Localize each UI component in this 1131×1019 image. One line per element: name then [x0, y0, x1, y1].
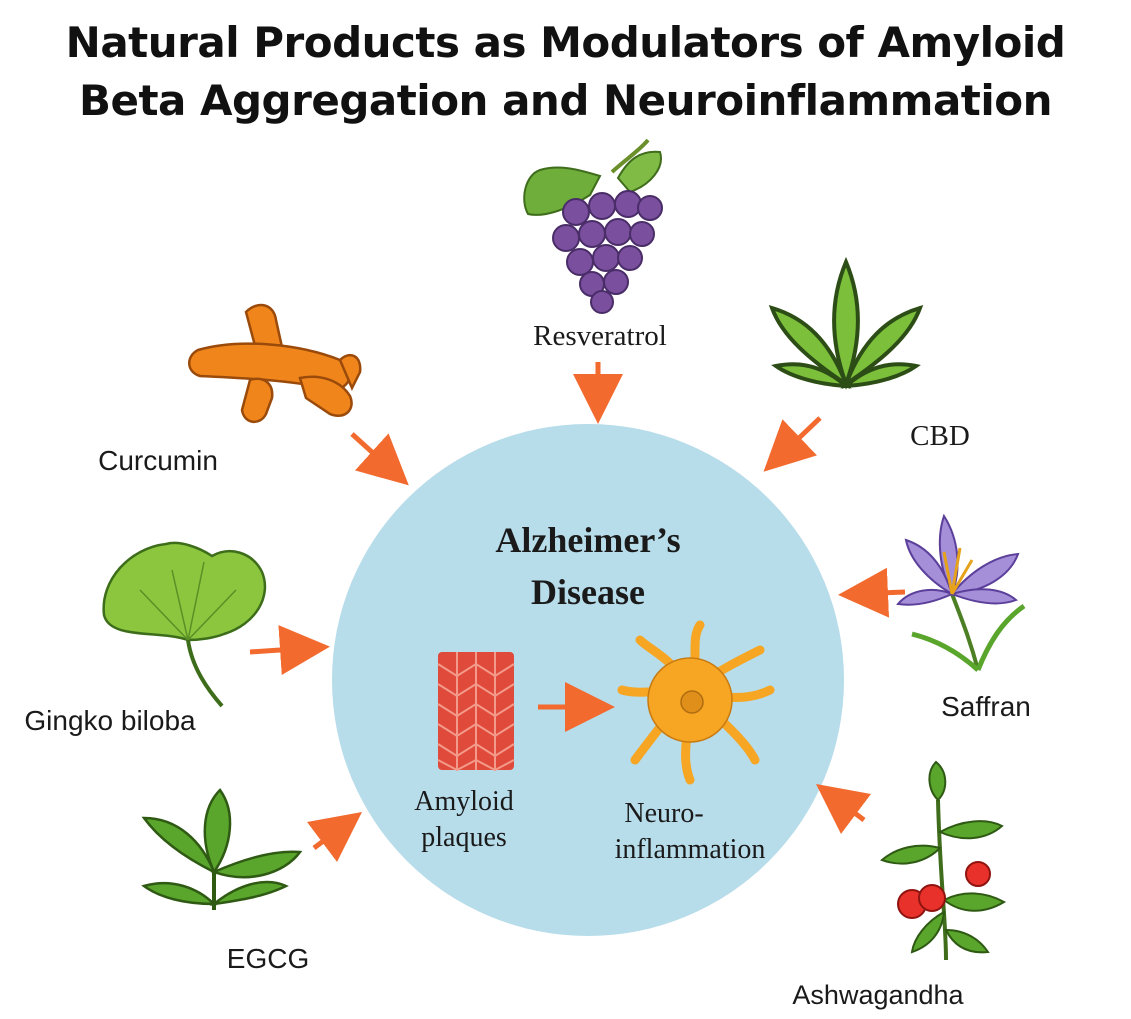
arrow-ginkgo: [249, 625, 330, 675]
amyloid-plaques-icon: [437, 652, 515, 772]
label-cbd: CBD: [910, 420, 970, 452]
arrow-egcg: [307, 812, 362, 862]
amyloid-label-1: Amyloid: [414, 786, 514, 817]
label-ashwagandha: Ashwagandha: [792, 980, 964, 1010]
neuro-label-1: Neuro-: [624, 798, 703, 829]
amyloid-label-2: plaques: [421, 822, 507, 853]
center-title-line-1: Alzheimer’s: [495, 520, 680, 560]
diagram-title: Natural Products as Modulators of Amyloi…: [0, 14, 1131, 130]
alzheimers-circle: [332, 424, 844, 936]
grape-icon: [523, 138, 663, 314]
arrow-ashwagandha: [816, 784, 871, 834]
neuron-icon: [617, 620, 775, 785]
arrow-curcumin: [350, 432, 409, 486]
saffron-flower-icon: [896, 513, 1026, 672]
turmeric-icon: [188, 303, 362, 423]
label-resveratrol: Resveratrol: [533, 320, 667, 352]
arrow-cbd: [763, 416, 822, 472]
tea-leaf-icon: [141, 788, 303, 910]
title-line-1: Natural Products as Modulators of Amyloi…: [65, 18, 1066, 67]
ashwagandha-icon: [880, 760, 1007, 961]
label-egcg: EGCG: [227, 943, 309, 974]
ginkgo-leaf-icon: [102, 541, 267, 708]
label-saffran: Saffran: [941, 691, 1031, 722]
title-line-2: Beta Aggregation and Neuroinflammation: [78, 76, 1053, 125]
center-title-line-2: Disease: [531, 572, 645, 612]
label-curcumin: Curcumin: [98, 445, 218, 476]
arrow-saffran: [838, 567, 906, 618]
cannabis-leaf-icon: [768, 256, 924, 390]
label-ginkgo: Gingko biloba: [24, 705, 196, 736]
neuro-label-2: inflammation: [615, 834, 766, 865]
